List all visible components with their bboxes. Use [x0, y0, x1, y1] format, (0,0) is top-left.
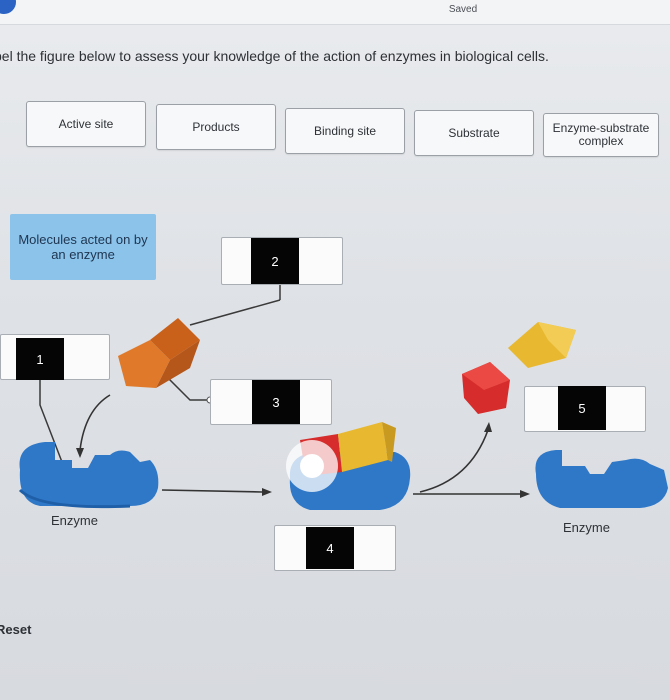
arrow-to-complex: [161, 489, 263, 493]
dropzone-4-number: 4: [306, 527, 354, 569]
enzyme-label-right: Enzyme: [563, 520, 610, 535]
term-active-site[interactable]: Active site: [26, 101, 146, 147]
dropzone-1-number: 1: [16, 338, 64, 380]
curved-arrow-left-head: [76, 448, 84, 458]
leader-line-2b: [189, 299, 281, 326]
leader-line-3: [164, 374, 210, 401]
term-products[interactable]: Products: [156, 104, 276, 150]
instruction-text: bel the figure below to assess your know…: [0, 48, 549, 64]
term-substrate[interactable]: Substrate: [414, 110, 534, 156]
saved-status: Saved: [448, 4, 478, 15]
dropzone-2-number: 2: [251, 238, 299, 284]
top-bar: [0, 0, 670, 25]
term-binding-site[interactable]: Binding site: [285, 108, 405, 154]
dropzone-5-number: 5: [558, 386, 606, 430]
reset-button[interactable]: Reset: [0, 622, 32, 637]
arrow-to-products-head: [520, 490, 530, 498]
hint-box: Molecules acted on by an enzyme: [10, 214, 156, 280]
curved-arrow-right: [419, 429, 489, 493]
arrow-to-complex-head: [262, 488, 272, 496]
product-red-shape: [462, 362, 510, 414]
term-enzyme-substrate-complex[interactable]: Enzyme-substrate complex: [543, 113, 659, 157]
dropzone-3-number: 3: [252, 380, 300, 424]
curved-arrow-right-head: [484, 422, 492, 432]
product-yellow-shape: [508, 322, 576, 368]
enzyme-label-left: Enzyme: [51, 513, 98, 528]
enzyme-substrate-complex-shape: [286, 422, 411, 510]
enzyme-right-shape: [535, 450, 668, 508]
substrate-shape: [118, 318, 200, 388]
enzyme-left-shape: [18, 442, 159, 509]
info-icon[interactable]: [0, 0, 16, 14]
curved-arrow-left: [79, 394, 111, 451]
